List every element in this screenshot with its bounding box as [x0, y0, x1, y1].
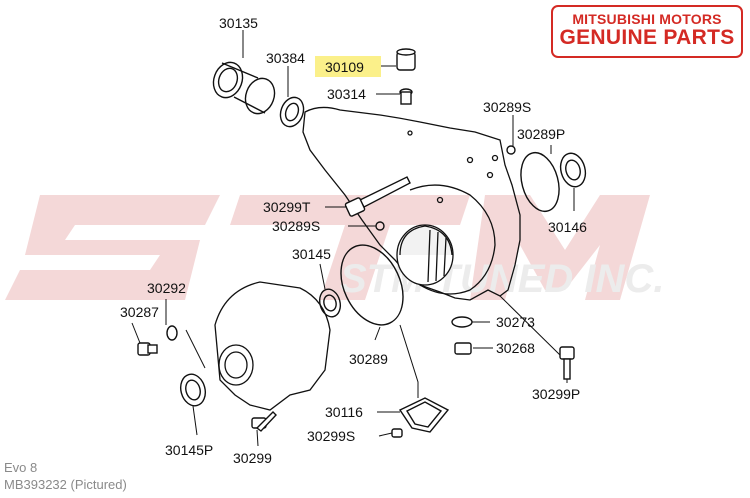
- left-cover: [214, 281, 331, 411]
- label-30289S-mid: 30289S: [272, 218, 320, 234]
- label-30289S-top: 30289S: [483, 99, 531, 115]
- label-30273: 30273: [496, 314, 535, 330]
- label-30145: 30145: [292, 246, 331, 262]
- footer-model: Evo 8: [4, 460, 38, 475]
- o-ring-30289: [340, 244, 404, 326]
- part-labels: 30135 30384 30109 30314 30289S 30289P 30…: [120, 15, 587, 466]
- plate-30116: [398, 397, 450, 433]
- label-30292: 30292: [147, 280, 186, 296]
- footer-part-number: MB393232 (Pictured): [4, 477, 127, 492]
- label-30146: 30146: [548, 219, 587, 235]
- main-housing: [302, 106, 521, 301]
- plug-30314: [399, 88, 413, 105]
- label-30145P: 30145P: [165, 442, 213, 458]
- label-30299P: 30299P: [532, 386, 580, 402]
- seal-30145P: [179, 373, 207, 407]
- bolt-30299: [251, 411, 277, 432]
- washer-30292: [166, 325, 178, 341]
- cap-30109: [396, 48, 416, 71]
- label-30299S: 30299S: [307, 428, 355, 444]
- badge-brand: MITSUBISHI MOTORS: [572, 11, 722, 27]
- label-30384: 30384: [266, 50, 305, 66]
- badge-title: GENUINE PARTS: [559, 26, 735, 49]
- sleeve-30135: [212, 61, 276, 115]
- bolt-30287: [137, 342, 158, 356]
- label-30289P: 30289P: [517, 126, 565, 142]
- label-30109: 30109: [325, 59, 364, 75]
- leader-lines: [131, 30, 575, 447]
- bolt-30299T: [344, 176, 411, 217]
- label-30299: 30299: [233, 450, 272, 466]
- seal-30146: [559, 152, 587, 188]
- washer-30273: [451, 316, 473, 328]
- label-30135: 30135: [219, 15, 258, 31]
- label-30268: 30268: [496, 340, 535, 356]
- o-ring-30289P: [520, 151, 560, 213]
- watermark: STM TUNED INC.: [5, 195, 664, 301]
- highlight-30109: [315, 56, 381, 77]
- label-30287: 30287: [120, 304, 159, 320]
- bolt-30299P: [559, 346, 575, 380]
- seal-30384: [279, 96, 305, 128]
- genuine-parts-badge: MITSUBISHI MOTORS GENUINE PARTS: [551, 5, 743, 58]
- label-30289: 30289: [349, 351, 388, 367]
- label-30314: 30314: [327, 86, 366, 102]
- screw-30299S: [391, 428, 403, 438]
- label-30116: 30116: [325, 404, 363, 420]
- plug-30268: [454, 342, 472, 355]
- label-30299T: 30299T: [263, 199, 311, 215]
